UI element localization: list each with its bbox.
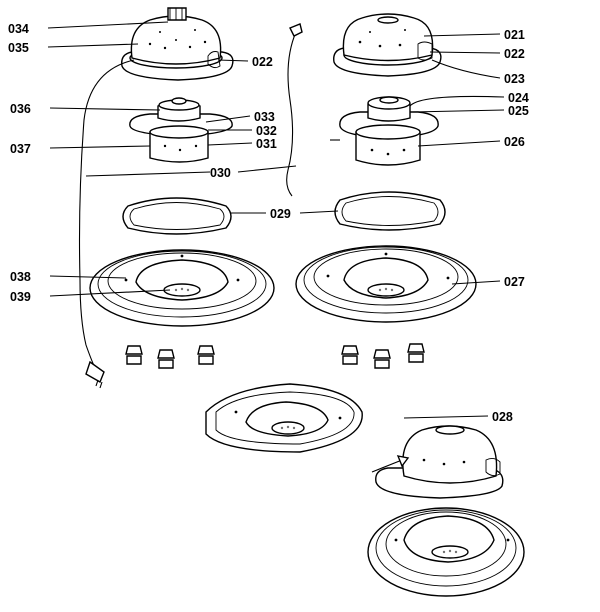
label-026: 026	[504, 135, 525, 149]
leader-lines	[47, 21, 505, 419]
label-023: 023	[504, 72, 525, 86]
nuts-right	[341, 343, 425, 369]
label-033: 033	[254, 110, 275, 124]
label-037: 037	[10, 142, 31, 156]
nuts-left	[125, 345, 215, 369]
label-029: 029	[270, 207, 291, 221]
power-cord	[78, 23, 303, 389]
right-motor-housing	[333, 13, 442, 77]
left-base-plate	[89, 249, 275, 327]
gasket-right	[334, 191, 446, 231]
right-base-plate	[295, 245, 477, 323]
label-022-right: 022	[504, 47, 525, 61]
left-motor-housing	[121, 7, 234, 81]
label-021: 021	[504, 28, 525, 42]
label-034: 034	[8, 22, 29, 36]
label-022-left: 022	[252, 55, 273, 69]
label-035: 035	[8, 41, 29, 55]
label-038: 038	[10, 270, 31, 284]
label-032: 032	[256, 124, 277, 138]
left-motor-assembly	[129, 97, 233, 163]
label-036: 036	[10, 102, 31, 116]
label-030: 030	[210, 166, 231, 180]
label-025: 025	[508, 104, 529, 118]
right-motor-assembly	[339, 96, 439, 166]
assembled-housing	[371, 425, 504, 499]
gasket-left	[122, 197, 232, 235]
label-031: 031	[256, 137, 277, 151]
assembled-plate-tilted	[205, 383, 363, 453]
label-027: 027	[504, 275, 525, 289]
label-039: 039	[10, 290, 31, 304]
label-024: 024	[508, 91, 529, 105]
label-028: 028	[492, 410, 513, 424]
part-labels: 034 035 022 021 022 023 024 025 036 033 …	[8, 22, 529, 424]
assembled-base-plate	[367, 507, 525, 597]
